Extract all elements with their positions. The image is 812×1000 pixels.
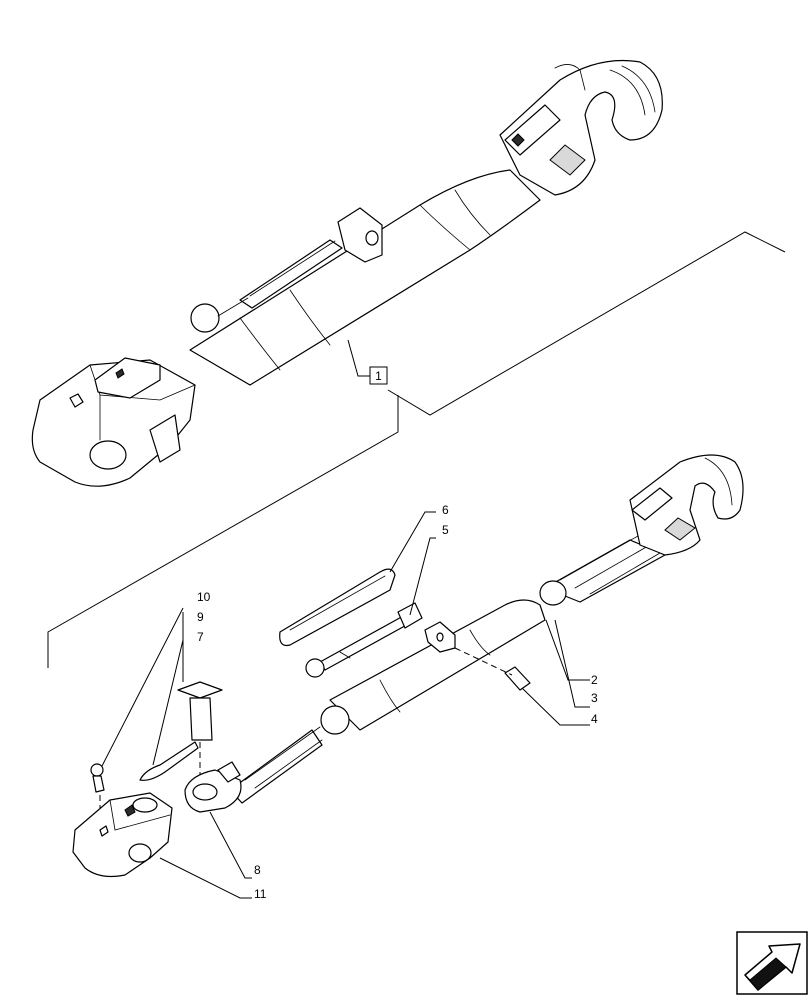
part-clip [279, 568, 396, 647]
callout-6[interactable]: 6 [442, 503, 449, 517]
callout-10[interactable]: 10 [197, 590, 211, 604]
callout-11[interactable]: 11 [254, 887, 267, 901]
part-lever [305, 602, 423, 678]
next-page-arrow-icon[interactable] [736, 931, 808, 995]
callout-8[interactable]: 8 [254, 863, 261, 877]
callout-leaders [101, 511, 590, 899]
callout-2[interactable]: 2 [591, 673, 598, 687]
part-hook-end [539, 454, 744, 606]
part-tube [320, 599, 546, 735]
part-pin-7 [177, 681, 223, 775]
assembly-ref-box[interactable] [369, 366, 388, 385]
part-threaded-rod [184, 726, 323, 813]
part-cotter-pin [139, 741, 199, 781]
callout-labels: 6 5 2 3 4 10 9 7 8 11 [197, 503, 598, 901]
callout-5[interactable]: 5 [442, 523, 449, 537]
callout-3[interactable]: 3 [591, 691, 598, 705]
callout-7[interactable]: 7 [197, 630, 204, 644]
assembly-bracket: 1 [47, 231, 786, 668]
assembled-top-link [31, 59, 663, 487]
assembly-ref-label: 1 [375, 369, 382, 383]
callout-9[interactable]: 9 [197, 610, 204, 624]
callout-4[interactable]: 4 [591, 712, 598, 726]
part-ball-end [72, 792, 173, 878]
part-pin [454, 647, 531, 691]
